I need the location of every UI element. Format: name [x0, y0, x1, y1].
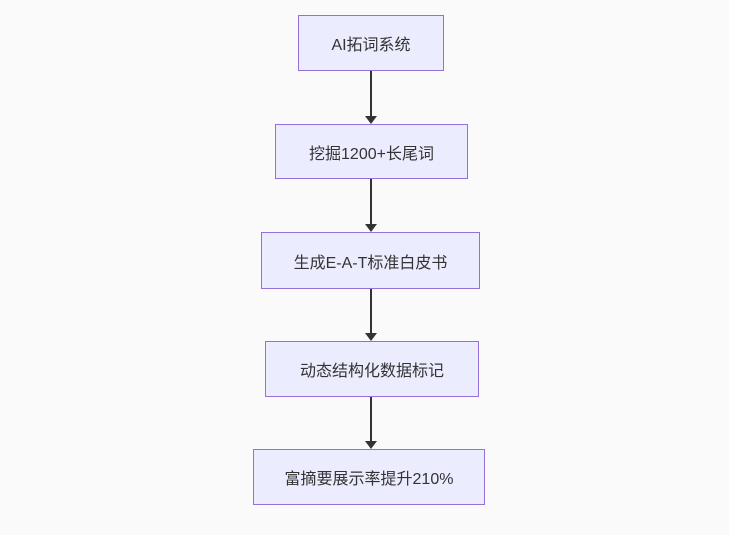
flow-arrow-line	[370, 289, 372, 334]
flow-node-structured-data-markup: 动态结构化数据标记	[265, 341, 479, 397]
flow-node-eat-whitepaper: 生成E-A-T标准白皮书	[261, 232, 480, 289]
flow-node-label: 生成E-A-T标准白皮书	[293, 254, 448, 272]
flow-node-label: 富摘要展示率提升210%	[284, 471, 454, 488]
flow-arrow-line	[370, 71, 372, 117]
flow-node-ai-keyword-system: AI拓词系统	[298, 15, 444, 71]
arrow-down-icon	[365, 224, 377, 232]
flow-node-label: 挖掘1200+长尾词	[309, 145, 434, 163]
flow-arrow-line	[370, 397, 372, 442]
arrow-down-icon	[365, 441, 377, 449]
flow-node-longtail-mining: 挖掘1200+长尾词	[275, 124, 468, 179]
flow-node-label: 动态结构化数据标记	[299, 363, 444, 380]
arrow-down-icon	[365, 116, 377, 124]
arrow-down-icon	[365, 333, 377, 341]
flow-node-label: AI拓词系统	[331, 37, 411, 54]
flow-node-rich-snippet-result: 富摘要展示率提升210%	[253, 449, 485, 505]
flow-arrow-line	[370, 179, 372, 225]
